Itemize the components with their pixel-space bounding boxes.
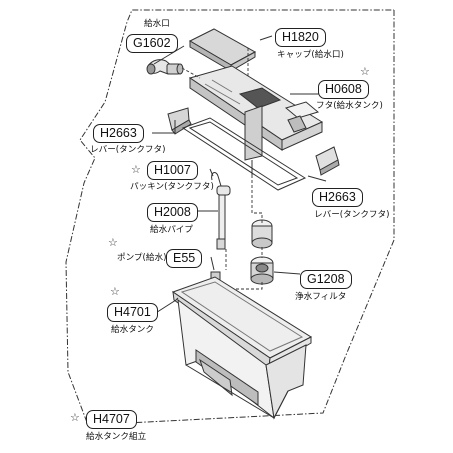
part-code-h2008: H2008 <box>147 203 198 222</box>
lid-part <box>188 65 324 175</box>
replaceable-star-pump: ☆ <box>108 236 118 249</box>
part-name-h2663-left: レバー(タンクフタ) <box>90 145 166 155</box>
gasket-part <box>181 117 307 191</box>
part-code-h4707: H4707 <box>86 410 137 429</box>
part-name-h2008: 給水パイプ <box>150 225 193 235</box>
inlet-elbow-part <box>146 59 184 75</box>
part-name-h0608: フタ(給水タンク) <box>316 101 383 111</box>
part-code-g1208: G1208 <box>300 270 352 289</box>
part-name-g1208: 浄水フィルタ <box>295 292 347 302</box>
part-code-h0608: H0608 <box>318 80 369 99</box>
part-code-g1602: G1602 <box>126 34 178 53</box>
part-name-h2663-right: レバー(タンクフタ) <box>314 210 390 220</box>
part-code-h1820: H1820 <box>275 28 326 47</box>
part-name-h4707: 給水タンク組立 <box>86 432 147 442</box>
leader-lines <box>150 35 327 317</box>
lever-left-part <box>167 107 192 135</box>
part-code-h2663-left: H2663 <box>93 124 144 143</box>
replaceable-star-h4707: ☆ <box>70 411 80 424</box>
replaceable-star-h4701: ☆ <box>110 285 120 298</box>
lever-right-part <box>315 146 340 176</box>
part-name-h4701: 給水タンク <box>111 325 154 335</box>
part-code-h1007: H1007 <box>147 161 198 180</box>
water-tank-part <box>171 276 313 420</box>
supply-pipe-part <box>211 172 231 250</box>
assembly-guide-lines <box>181 48 263 290</box>
assembly-outline <box>65 9 395 426</box>
replaceable-star-h1007: ☆ <box>131 163 141 176</box>
part-code-h2663-right: H2663 <box>312 188 363 207</box>
part-name-h1007: パッキン(タンクフタ) <box>130 182 214 192</box>
filter-part <box>250 219 274 285</box>
part-name-h1820: キャップ(給水口) <box>277 50 344 60</box>
part-code-e55: E55 <box>166 249 203 268</box>
replaceable-star-h0608: ☆ <box>360 65 370 78</box>
part-name-pump: ポンプ(給水) <box>117 253 167 263</box>
inlet-label: 給水口 <box>144 19 170 29</box>
cap-part <box>188 28 257 72</box>
part-code-h4701: H4701 <box>107 303 158 322</box>
